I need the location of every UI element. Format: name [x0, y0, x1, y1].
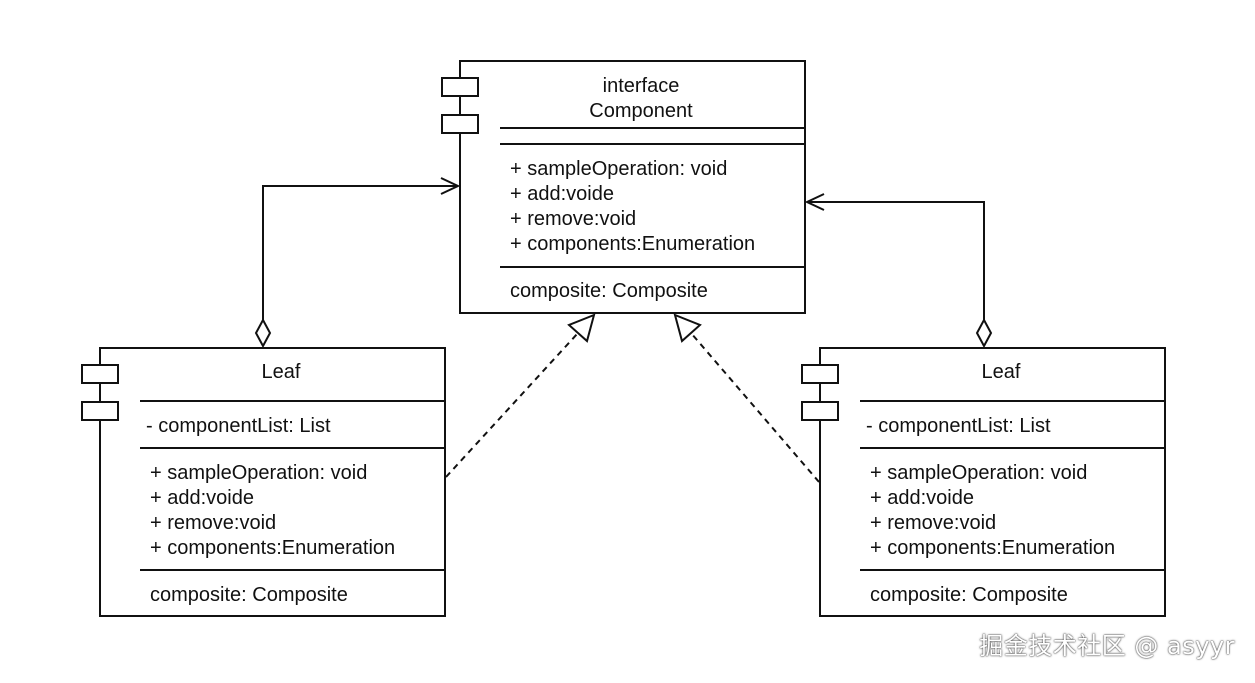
aggregation-right-connector [807, 202, 993, 349]
component-class-box[interactable]: interface Component + sampleOperation: v… [441, 60, 806, 314]
leaf-right-method: + remove:void [870, 512, 996, 534]
component-port-icon [441, 77, 479, 97]
leaf-right-footer: composite: Composite [870, 584, 1068, 606]
leaf-left-class-box[interactable]: Leaf - componentList: List + sampleOpera… [81, 347, 446, 617]
leaf-left-method: + remove:void [150, 512, 276, 534]
realization-left-connector [445, 313, 596, 478]
leaf-left-method: + add:voide [150, 487, 254, 509]
component-stereotype: interface [603, 75, 680, 97]
leaf-right-method: + sampleOperation: void [870, 462, 1087, 484]
component-port-icon [441, 114, 479, 134]
component-method: + remove:void [510, 208, 636, 230]
watermark: 掘金技术社区 @ asyyr [979, 632, 1235, 660]
leaf-right-method: + add:voide [870, 487, 974, 509]
leaf-right-class-box[interactable]: Leaf - componentList: List + sampleOpera… [801, 347, 1166, 617]
leaf-right-method: + components:Enumeration [870, 537, 1115, 559]
component-method: + sampleOperation: void [510, 158, 727, 180]
leaf-left-footer: composite: Composite [150, 584, 348, 606]
leaf-left-port-icon [81, 364, 119, 384]
aggregation-diamond-icon [975, 317, 993, 349]
aggregation-left-connector [254, 186, 458, 349]
leaf-right-port-icon [801, 401, 839, 421]
component-class-name: Component [589, 100, 693, 122]
component-method: + add:voide [510, 183, 614, 205]
realization-triangle-icon [567, 313, 596, 343]
realization-triangle-icon [673, 313, 702, 343]
leaf-right-class-name: Leaf [982, 361, 1021, 383]
leaf-left-port-icon [81, 401, 119, 421]
leaf-right-port-icon [801, 364, 839, 384]
leaf-left-method: + sampleOperation: void [150, 462, 367, 484]
realization-right-connector [673, 313, 820, 483]
leaf-right-attribute: - componentList: List [866, 415, 1051, 437]
leaf-left-method: + components:Enumeration [150, 537, 395, 559]
component-method: + components:Enumeration [510, 233, 755, 255]
leaf-left-attribute: - componentList: List [146, 415, 331, 437]
component-footer: composite: Composite [510, 280, 708, 302]
aggregation-diamond-icon [254, 317, 272, 349]
leaf-left-class-name: Leaf [262, 361, 301, 383]
